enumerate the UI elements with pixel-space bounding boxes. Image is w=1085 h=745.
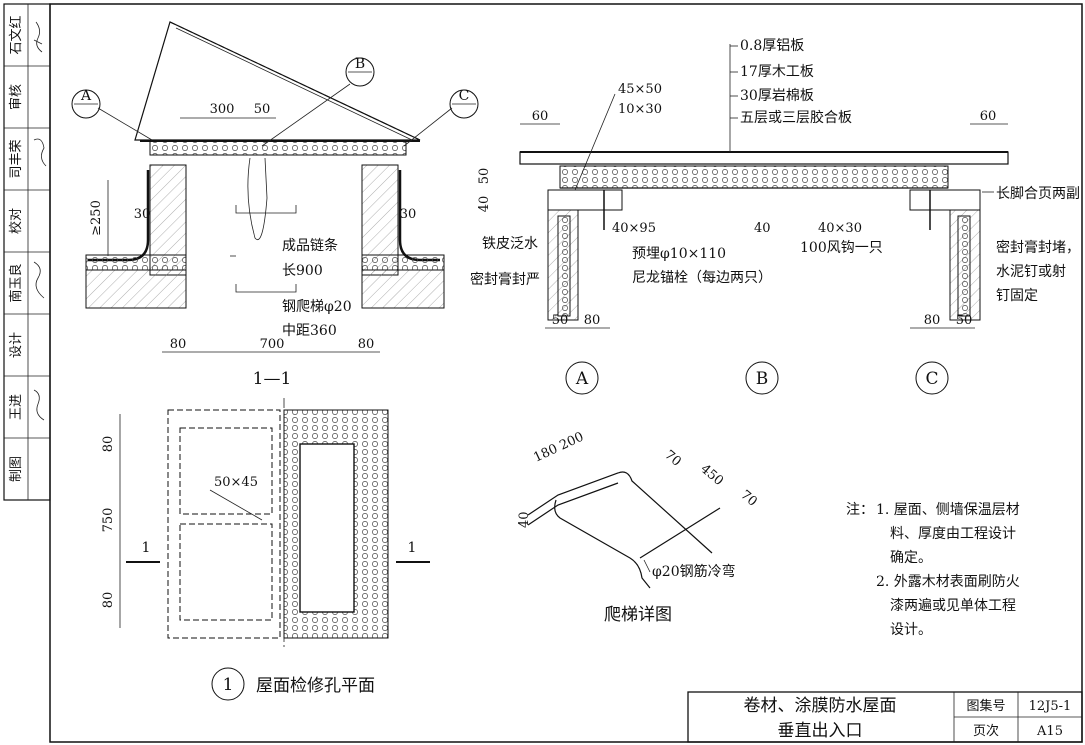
dim-80-right: 80: [358, 337, 375, 352]
dim-700: 700: [260, 337, 285, 352]
dim-50-v: 50: [477, 168, 492, 185]
section-title: 1—1: [253, 369, 292, 389]
ladder-title: 爬梯详图: [604, 605, 672, 625]
dim-10x30: 10×30: [618, 102, 662, 117]
sidebar-role-6: 设计: [9, 332, 24, 358]
chain-label-2: 长900: [282, 263, 323, 279]
detail-circle-c: C: [925, 369, 938, 389]
dim-40: 40: [754, 221, 771, 236]
anchor-label-2: 尼龙锚栓（每边两只）: [632, 270, 772, 286]
dim-30-right: 30: [400, 207, 417, 222]
detail-view-abc: 0.8厚铝板 17厚木工板 30厚岩棉板 五层或三层胶合板 45×50 10×3…: [470, 38, 1080, 395]
dim-80-a: 80: [584, 313, 601, 328]
dim-70-a: 70: [661, 448, 683, 470]
label-50x45: 50×45: [214, 475, 258, 490]
atlas-label: 图集号: [966, 698, 1005, 714]
ladder-label-2: 中距360: [282, 323, 337, 339]
signature-scribble: [33, 138, 47, 167]
plan-view: 80 750 80 50×45 1 1 1 屋面检修孔平面: [101, 398, 430, 701]
dim-80-c: 80: [924, 313, 941, 328]
note-1a: 1. 屋面、侧墙保温层材: [876, 502, 1020, 518]
dim-80-bottom: 80: [101, 592, 116, 609]
atlas-value: 12J5-1: [1029, 699, 1072, 714]
dim-40-v: 40: [477, 196, 492, 213]
dim-180: 180: [531, 442, 560, 466]
dim-60-left: 60: [532, 109, 549, 124]
sidebar-role-5: 南玉良: [8, 263, 24, 302]
dim-30-left: 30: [134, 207, 151, 222]
dim-50: 50: [254, 102, 271, 117]
dim-40x95: 40×95: [612, 221, 656, 236]
sidebar-role-3: 司丰荣: [9, 139, 24, 178]
dim-450: 450: [697, 462, 726, 489]
layer-1: 0.8厚铝板: [740, 38, 804, 54]
sidebar-role-7: 王进: [9, 394, 24, 420]
page-value: A15: [1036, 724, 1063, 739]
plan-title: 屋面检修孔平面: [256, 676, 375, 696]
dim-45x50: 45×50: [618, 82, 662, 97]
dim-200: 200: [557, 430, 586, 454]
flashing-label: 铁皮泛水: [482, 236, 538, 252]
cut-mark-left: 1: [142, 540, 151, 556]
callout-c: C: [459, 88, 470, 104]
layer-3: 30厚岩棉板: [740, 87, 814, 104]
signature-scribble: [33, 261, 45, 299]
hook-label: 100风钩一只: [800, 240, 883, 256]
signature-scribble: [33, 21, 43, 53]
dim-40-ladder: 40: [517, 511, 532, 528]
sidebar-role-1: 石文红: [8, 15, 24, 54]
note-2b: 漆两遍或见单体工程: [890, 598, 1016, 614]
note-2a: 2. 外露木材表面刷防火: [876, 574, 1020, 590]
layer-2: 17厚木工板: [740, 64, 814, 80]
plan-circle-num: 1: [223, 675, 234, 695]
notes: 注： 1. 屋面、侧墙保温层材 料、厚度由工程设计 确定。 2. 外露木材表面刷…: [846, 502, 1020, 638]
sealant-right-3: 钉固定: [996, 288, 1038, 304]
note-1b: 料、厚度由工程设计: [890, 526, 1016, 542]
ladder-detail: 180 200 70 450 70 40 φ20钢筋冷弯 爬梯详图: [517, 430, 760, 625]
dim-50-a: 50: [552, 313, 569, 328]
notes-head: 注：: [846, 502, 874, 518]
dim-50-c: 50: [956, 313, 973, 328]
anchor-label-1: 预埋φ10×110: [632, 246, 726, 262]
sealant-left-label: 密封膏封严: [470, 271, 540, 288]
signature-scribble: [33, 389, 45, 421]
cut-mark-right: 1: [408, 540, 417, 556]
title-block: 卷材、涂膜防水屋面 垂直出入口 图集号 12J5-1 页次 A15: [687, 691, 1083, 743]
dim-80-left: 80: [170, 337, 187, 352]
layer-4: 五层或三层胶合板: [740, 109, 852, 126]
note-2c: 设计。: [890, 622, 932, 638]
dim-70-b: 70: [737, 488, 759, 510]
sidebar-role-4: 校对: [8, 208, 24, 234]
signature-sidebar: 石文红 审核 司丰荣 校对 南玉良 设计 王进 制图: [3, 3, 51, 501]
title-line-2: 垂直出入口: [778, 721, 863, 741]
dim-40x30: 40×30: [818, 221, 862, 236]
bar-label: φ20钢筋冷弯: [652, 563, 736, 580]
page-label: 页次: [973, 723, 999, 739]
sealant-right-1: 密封膏封堵，: [996, 239, 1080, 256]
title-line-1: 卷材、涂膜防水屋面: [744, 696, 897, 716]
dim-80-top: 80: [101, 436, 116, 453]
dim-60-right: 60: [980, 109, 997, 124]
detail-circle-b: B: [756, 369, 769, 389]
sidebar-role-8: 制图: [9, 456, 24, 482]
hinge-label: 长脚合页两副: [996, 186, 1080, 202]
dim-750: 750: [101, 508, 116, 533]
dim-300: 300: [210, 102, 235, 117]
dim-250: ≥250: [89, 200, 104, 236]
section-1-1: A B C 300 50 30 30 ≥250 成品链条 长900 钢爬梯φ20…: [71, 21, 479, 389]
sealant-right-2: 水泥钉或射: [996, 264, 1066, 280]
ladder-label-1: 钢爬梯φ20: [282, 299, 352, 315]
callout-a: A: [80, 88, 92, 104]
callout-b: B: [355, 56, 365, 72]
chain-label-1: 成品链条: [282, 237, 338, 254]
sidebar-role-2: 审核: [9, 84, 24, 110]
note-1c: 确定。: [890, 550, 932, 566]
detail-circle-a: A: [575, 369, 589, 389]
